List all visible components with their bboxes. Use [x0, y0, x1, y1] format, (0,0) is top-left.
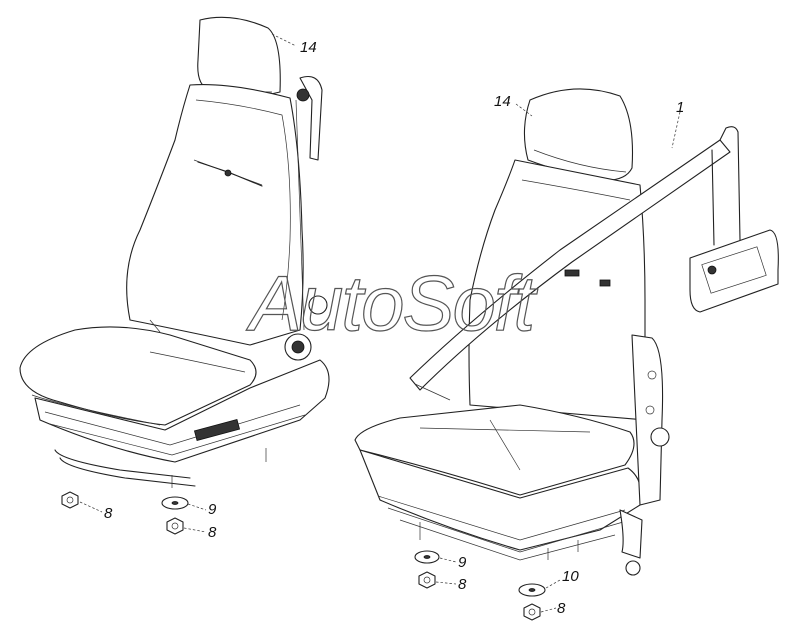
callout-14-right: 14 [494, 93, 511, 110]
left-seat-cushion [19, 326, 257, 426]
callout-10: 10 [562, 568, 579, 585]
left-seat-base [34, 359, 330, 463]
left-recline-knob [308, 295, 328, 315]
callout-8-right: 8 [458, 576, 467, 593]
nut-8d [523, 603, 541, 621]
callout-labels: 14 14 1 8 9 8 9 8 10 8 [104, 39, 684, 617]
callout-1: 1 [676, 99, 684, 116]
callout-8-far-right: 8 [557, 600, 566, 617]
right-seat-cushion [354, 404, 635, 496]
right-seat-base [359, 449, 642, 551]
callout-8-left: 8 [104, 505, 113, 522]
watermark: AutoSoft [246, 259, 539, 347]
right-seat-belt [409, 139, 731, 391]
nut-8c [418, 571, 436, 589]
belt-retractor [689, 229, 779, 313]
leader-lines [79, 33, 681, 613]
callout-14-left: 14 [300, 39, 317, 56]
left-backrest [126, 83, 304, 346]
right-recline-knob [650, 427, 670, 447]
callout-8-left-lower: 8 [208, 524, 217, 541]
right-seat [354, 88, 779, 576]
nut-8b [166, 517, 184, 535]
nut-8a [61, 491, 79, 509]
left-seat [19, 16, 330, 488]
right-headrest [523, 88, 633, 181]
right-side-plate [631, 334, 664, 506]
left-belt-strap [299, 75, 323, 161]
fasteners [61, 491, 546, 621]
callout-9-right: 9 [458, 554, 467, 571]
callout-9-left: 9 [208, 501, 217, 518]
